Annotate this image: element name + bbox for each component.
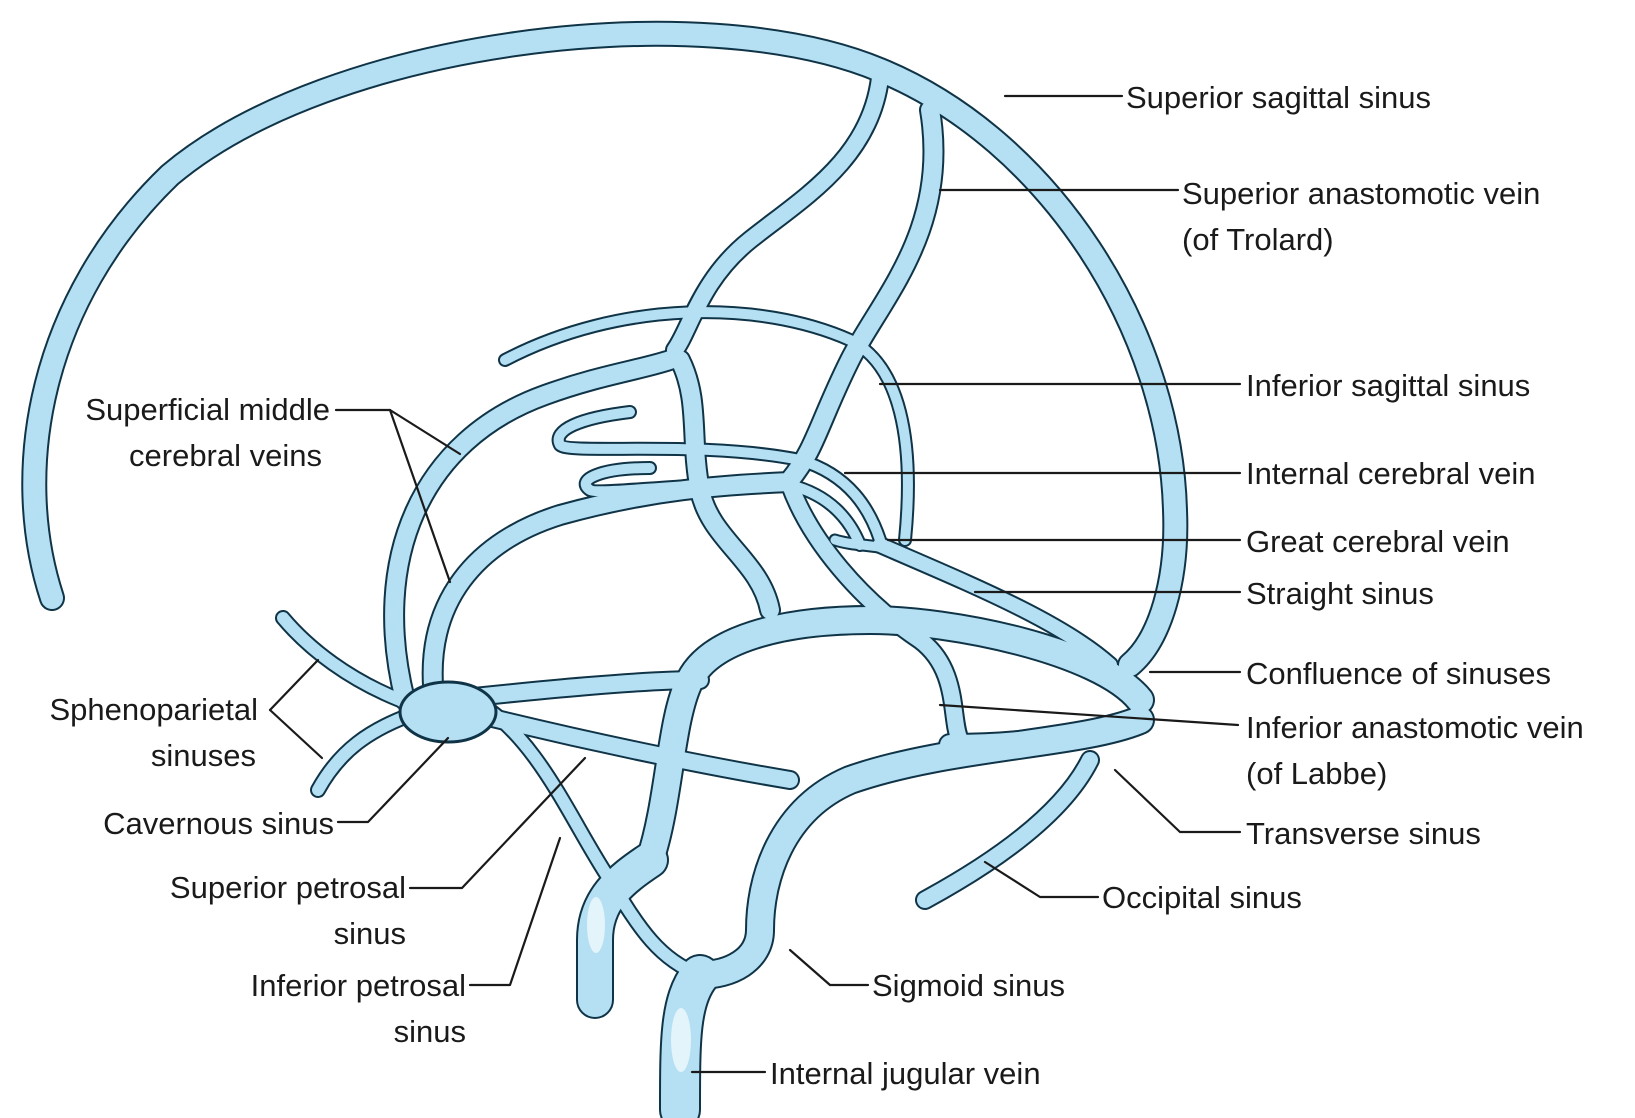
label-sphenoparietal-sinuses: Sphenoparietal bbox=[49, 692, 258, 727]
label-inferior-petrosal-sinus: Inferior petrosal bbox=[251, 968, 466, 1003]
leader-inferior-petrosal bbox=[470, 838, 560, 985]
label-inferior-sagittal-sinus: Inferior sagittal sinus bbox=[1246, 368, 1530, 403]
label-superior-anastomotic-vein-sub: (of Trolard) bbox=[1182, 222, 1334, 257]
superficial-middle-cerebral-vein-lower bbox=[433, 482, 790, 705]
label-internal-cerebral-vein: Internal cerebral vein bbox=[1246, 456, 1536, 491]
superior-sagittal-sinus-vessel-outline bbox=[34, 34, 1175, 665]
vein-network bbox=[34, 34, 1175, 1110]
label-inferior-petrosal-sinus-sub: sinus bbox=[394, 1014, 466, 1049]
leader-sphenoparietal-b bbox=[270, 710, 322, 758]
label-superior-petrosal-sinus: Superior petrosal bbox=[170, 870, 406, 905]
label-superior-anastomotic-vein: Superior anastomotic vein bbox=[1182, 176, 1540, 211]
label-sphenoparietal-sinuses-sub: sinuses bbox=[151, 738, 256, 773]
leader-sigmoid bbox=[790, 950, 868, 985]
labels: Superior sagittal sinus Superior anastom… bbox=[49, 80, 1583, 1091]
label-confluence-of-sinuses: Confluence of sinuses bbox=[1246, 656, 1551, 691]
vein-fills bbox=[34, 34, 1175, 1110]
leader-sphenoparietal-a bbox=[270, 660, 318, 710]
label-sigmoid-sinus: Sigmoid sinus bbox=[872, 968, 1065, 1003]
label-inferior-anastomotic-vein-sub: (of Labbe) bbox=[1246, 756, 1387, 791]
label-superior-sagittal-sinus: Superior sagittal sinus bbox=[1126, 80, 1431, 115]
superficial-middle-cerebral-vein-lower-outline bbox=[433, 482, 790, 705]
label-transverse-sinus: Transverse sinus bbox=[1246, 816, 1481, 851]
label-superior-petrosal-sinus-sub: sinus bbox=[334, 916, 406, 951]
leader-transverse bbox=[1115, 770, 1240, 832]
sphenoparietal-sinus-upper bbox=[283, 618, 400, 700]
sphenoparietal-sinus-lower bbox=[318, 715, 410, 790]
label-great-cerebral-vein: Great cerebral vein bbox=[1246, 524, 1510, 559]
label-superficial-middle-cerebral-veins-sub: cerebral veins bbox=[129, 438, 322, 473]
leader-occipital bbox=[985, 862, 1098, 897]
leader-superior-petrosal bbox=[410, 758, 585, 888]
label-superficial-middle-cerebral-veins: Superficial middle bbox=[85, 392, 330, 427]
jugular-left-highlight bbox=[587, 897, 605, 953]
leader-superficial-middle-2 bbox=[390, 410, 460, 454]
label-straight-sinus: Straight sinus bbox=[1246, 576, 1434, 611]
label-internal-jugular-vein: Internal jugular vein bbox=[770, 1056, 1041, 1091]
superior-sagittal-sinus-vessel bbox=[34, 34, 1175, 665]
jugular-main-highlight bbox=[671, 1008, 691, 1072]
label-inferior-anastomotic-vein: Inferior anastomotic vein bbox=[1246, 710, 1584, 745]
cavernous-sinus-body bbox=[400, 682, 496, 742]
label-cavernous-sinus: Cavernous sinus bbox=[103, 806, 334, 841]
label-occipital-sinus: Occipital sinus bbox=[1102, 880, 1302, 915]
sigmoid-sinus-vessel bbox=[700, 720, 1140, 975]
trolard-vein-right-branch bbox=[790, 110, 934, 480]
